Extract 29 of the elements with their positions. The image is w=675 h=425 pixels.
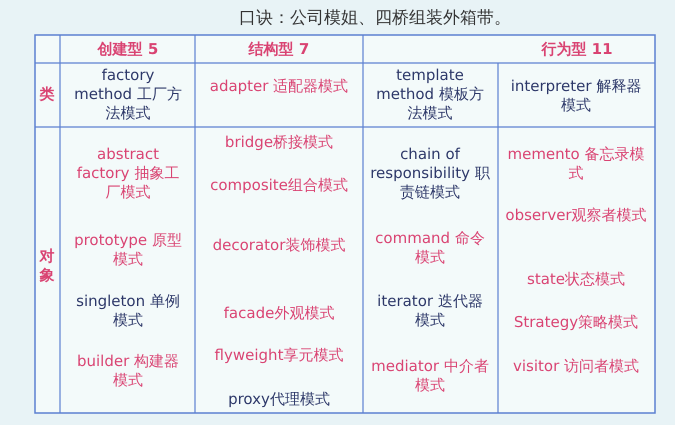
column-header: 行为型 11 [540,40,614,59]
pattern-name: abstract factory 抽象工厂模式 [76,145,180,202]
pattern-name: template method 模板方法模式 [375,66,485,123]
pattern-name: prototype 原型模式 [73,231,183,269]
pattern-name: iterator 迭代器模式 [376,292,484,330]
pattern-name: command 命令模式 [374,229,486,267]
pattern-name: adapter 适配器模式 [208,77,350,96]
pattern-name: state状态模式 [526,270,626,289]
pattern-name: observer观察者模式 [504,206,648,225]
pattern-name: mediator 中介者模式 [370,357,490,395]
pattern-name: interpreter 解释器模式 [510,77,642,115]
row-header: 对象 [38,247,56,285]
pattern-name: proxy代理模式 [227,390,331,409]
pattern-name: singleton 单例模式 [75,292,181,330]
pattern-name: bridge桥接模式 [224,133,334,152]
pattern-name: memento 备忘录模式 [506,145,646,183]
pattern-name: visitor 访问者模式 [512,357,640,376]
pattern-name: chain of responsibility 职责链模式 [369,145,491,202]
pattern-name: builder 构建器模式 [76,352,180,390]
table-title: 口诀：公司模姐、四桥组装外箱带。 [238,7,512,29]
pattern-name: factory method 工厂方法模式 [73,66,183,123]
pattern-name: composite组合模式 [209,176,349,195]
row-header: 类 [38,85,56,104]
pattern-name: Strategy策略模式 [512,313,640,332]
column-header: 创建型 5 [96,40,160,59]
pattern-name: flyweight享元模式 [214,346,344,365]
column-header: 结构型 7 [247,40,310,59]
pattern-name: decorator装饰模式 [212,236,346,255]
pattern-name: facade外观模式 [222,304,336,323]
